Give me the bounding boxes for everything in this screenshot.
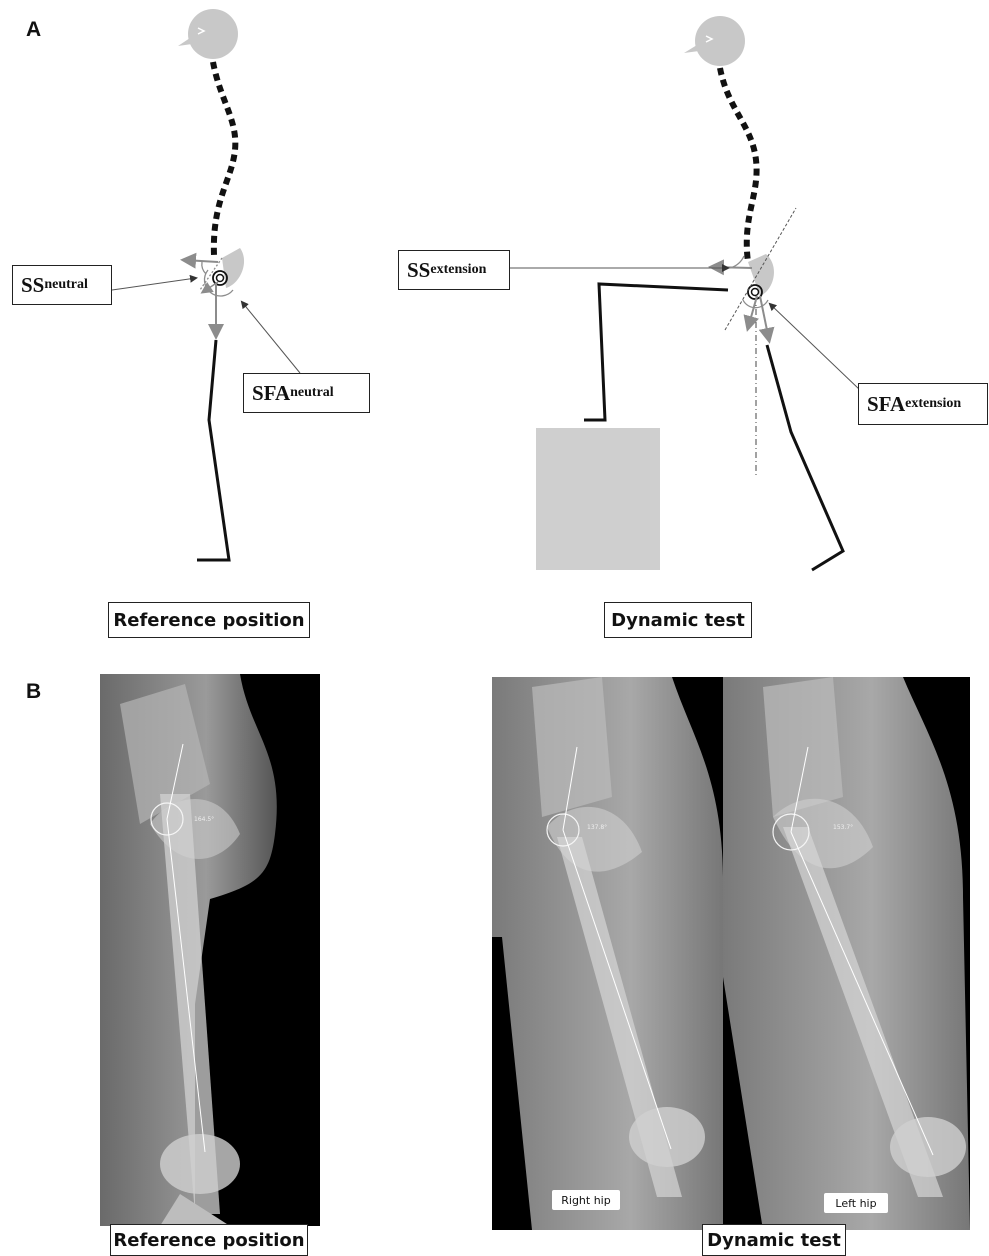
spine-right [720,68,757,262]
head-right-icon [684,16,745,66]
angle-reference: 164.5° [194,816,214,823]
sfa-extension-main: SFA [867,392,905,417]
sfa-extension-sub: extension [905,396,961,412]
left-hip-tag: Left hip [824,1193,888,1213]
sfa-neutral-main: SFA [252,381,290,406]
ss-extension-sub: extension [430,262,486,278]
caption-a-reference: Reference position [108,602,310,638]
caption-b-dynamic: Dynamic test [702,1224,846,1256]
panel-b-letter: B [26,680,41,704]
reference-figure [178,9,244,560]
ss-neutral-sub: neutral [44,277,88,293]
ss-extension-main: SS [407,258,430,283]
leg-stance [767,345,843,570]
xray-reference-image: 164.5° [100,674,320,1226]
sfa-neutral-sub: neutral [290,385,334,401]
dynamic-figure [536,16,843,570]
angle-right: 137.8° [587,824,607,831]
step-block [536,428,660,570]
xray-left-hip-image: 153.7° [723,677,970,1230]
panel-a-diagram [0,0,989,590]
angle-left: 153.7° [833,824,853,831]
right-hip-tag: Right hip [552,1190,620,1210]
xray-right-hip-image: 137.8° [492,677,723,1230]
caption-b-reference: Reference position [110,1224,308,1256]
caption-a-dynamic: Dynamic test [604,602,752,638]
spine-left [213,62,235,255]
head-left-icon [178,9,238,59]
leg-left [197,340,229,560]
ss-neutral-main: SS [21,273,44,298]
leg-raised [584,284,728,420]
